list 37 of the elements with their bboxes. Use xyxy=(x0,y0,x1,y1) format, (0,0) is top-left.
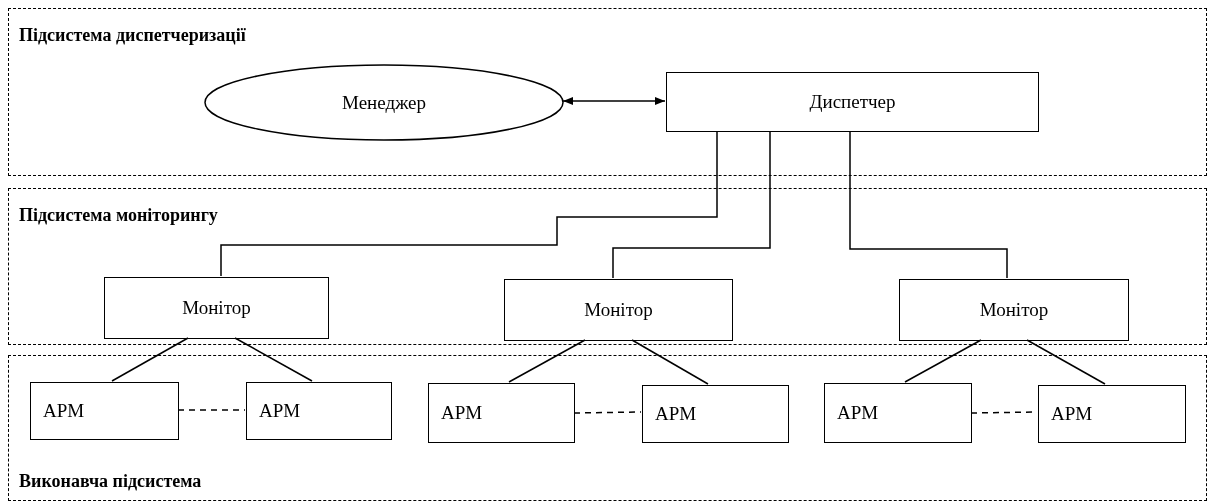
process-box xyxy=(504,279,733,341)
connector-line xyxy=(508,339,586,383)
node-label: АРМ xyxy=(837,402,879,424)
node-label: АРМ xyxy=(655,403,697,425)
connector-line xyxy=(631,339,709,385)
section-heading: Виконавча підсистема xyxy=(19,471,202,492)
node-label: Монітор xyxy=(979,299,1049,321)
arrow xyxy=(562,97,666,105)
section-heading: Підсистема диспетчеризації xyxy=(19,25,246,46)
node-label: АРМ xyxy=(259,400,301,422)
connector-line xyxy=(220,130,718,277)
section-heading: Підсистема моніторингу xyxy=(19,205,218,226)
node-label: АРМ xyxy=(43,400,85,422)
ellipse-node xyxy=(204,64,564,141)
process-box xyxy=(246,382,392,440)
node-label: Монітор xyxy=(584,299,653,321)
process-box xyxy=(666,72,1039,132)
process-box xyxy=(428,383,575,443)
process-box xyxy=(30,382,179,440)
dashed-connector xyxy=(177,409,246,411)
dashed-region xyxy=(8,355,1207,501)
process-box xyxy=(1038,385,1186,443)
node-label: Менеджер xyxy=(342,91,426,114)
connector-line xyxy=(612,130,771,279)
node-label: АРМ xyxy=(1051,403,1093,425)
process-box xyxy=(104,277,329,339)
node-label: Монітор xyxy=(182,297,251,319)
node-label: Диспетчер xyxy=(809,91,896,113)
dashed-connector xyxy=(573,411,642,414)
process-box xyxy=(642,385,789,443)
dashed-region xyxy=(8,8,1207,176)
dashed-region xyxy=(8,188,1207,345)
connector-line xyxy=(849,130,1008,279)
node-label: АРМ xyxy=(441,402,483,424)
connector-line xyxy=(904,339,982,383)
process-box xyxy=(899,279,1129,341)
process-box xyxy=(824,383,972,443)
